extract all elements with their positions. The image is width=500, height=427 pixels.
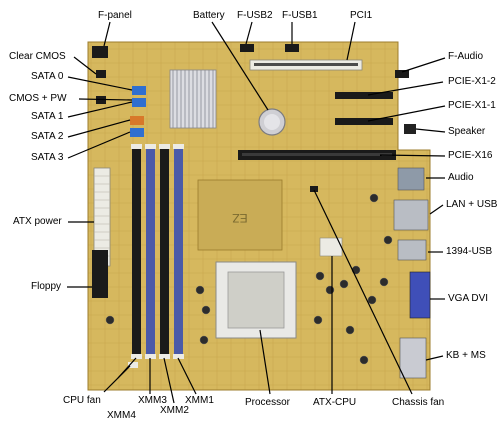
label-atx-power: ATX power bbox=[13, 216, 62, 227]
sata1-port bbox=[132, 98, 146, 107]
chassis-fan-header bbox=[310, 186, 318, 192]
label-xmm2: XMM2 bbox=[160, 405, 189, 416]
label-pci1: PCI1 bbox=[350, 10, 373, 21]
label-vga-dvi: VGA DVI bbox=[448, 293, 489, 304]
usb1394-ports bbox=[397, 239, 427, 261]
label-cmos-pw: CMOS + PW bbox=[9, 93, 67, 104]
label-pciex1-1: PCIE-X1-1 bbox=[448, 100, 496, 111]
northbridge-heatsink bbox=[169, 69, 217, 129]
label-pciex16: PCIE-X16 bbox=[448, 150, 493, 161]
label-xmm1: XMM1 bbox=[185, 395, 214, 406]
label-sata2: SATA 2 bbox=[31, 131, 64, 142]
label-fusb1: F-USB1 bbox=[282, 10, 318, 21]
processor bbox=[227, 271, 285, 329]
label-sata0: SATA 0 bbox=[31, 71, 64, 82]
label-battery: Battery bbox=[193, 10, 225, 21]
pciex1-2-slot bbox=[335, 92, 393, 99]
label-1394-usb: 1394-USB bbox=[446, 246, 493, 257]
fusb2-header bbox=[240, 44, 254, 52]
label-speaker: Speaker bbox=[448, 126, 486, 137]
sata0-port bbox=[132, 86, 146, 95]
label-audio: Audio bbox=[448, 172, 474, 183]
label-cpu-fan: CPU fan bbox=[63, 395, 101, 406]
label-xmm4: XMM4 bbox=[107, 410, 136, 421]
label-xmm3: XMM3 bbox=[138, 395, 167, 406]
label-lan-usb: LAN + USB bbox=[446, 199, 498, 210]
audio-jacks bbox=[397, 167, 425, 191]
xmm4-slot bbox=[132, 148, 141, 356]
label-fusb2: F-USB2 bbox=[237, 10, 273, 21]
label-sata1: SATA 1 bbox=[31, 111, 64, 122]
label-atx-cpu: ATX-CPU bbox=[313, 397, 357, 408]
lan-usb-ports bbox=[393, 199, 429, 231]
label-faudio: F-Audio bbox=[448, 51, 484, 62]
fpanel-header bbox=[92, 46, 108, 58]
floppy-connector bbox=[92, 250, 108, 298]
faudio-header bbox=[395, 70, 409, 78]
label-floppy: Floppy bbox=[31, 281, 62, 292]
label-fpanel: F-panel bbox=[98, 10, 132, 21]
sata3-port bbox=[130, 128, 144, 137]
chipset-heatsink bbox=[197, 179, 283, 251]
clear-cmos-jumper bbox=[96, 70, 106, 78]
xmm1-slot bbox=[174, 148, 183, 356]
label-clear-cmos: Clear CMOS bbox=[9, 51, 66, 62]
label-chassis-fan: Chassis fan bbox=[392, 397, 445, 408]
vga-dvi-port bbox=[409, 271, 431, 319]
kb-ms-ports bbox=[399, 337, 427, 379]
label-sata3: SATA 3 bbox=[31, 152, 64, 163]
label-processor: Processor bbox=[245, 397, 291, 408]
xmm2-slot bbox=[160, 148, 169, 356]
label-pciex1-2: PCIE-X1-2 bbox=[448, 76, 496, 87]
speaker bbox=[404, 124, 416, 134]
xmm3-slot bbox=[146, 148, 155, 356]
sata2-port bbox=[130, 116, 144, 125]
pciex1-1-slot bbox=[335, 118, 393, 125]
fusb1-header bbox=[285, 44, 299, 52]
label-kb-ms: KB + MS bbox=[446, 350, 486, 361]
board-text: EZ bbox=[232, 211, 247, 225]
cpu-fan-header bbox=[128, 362, 138, 368]
